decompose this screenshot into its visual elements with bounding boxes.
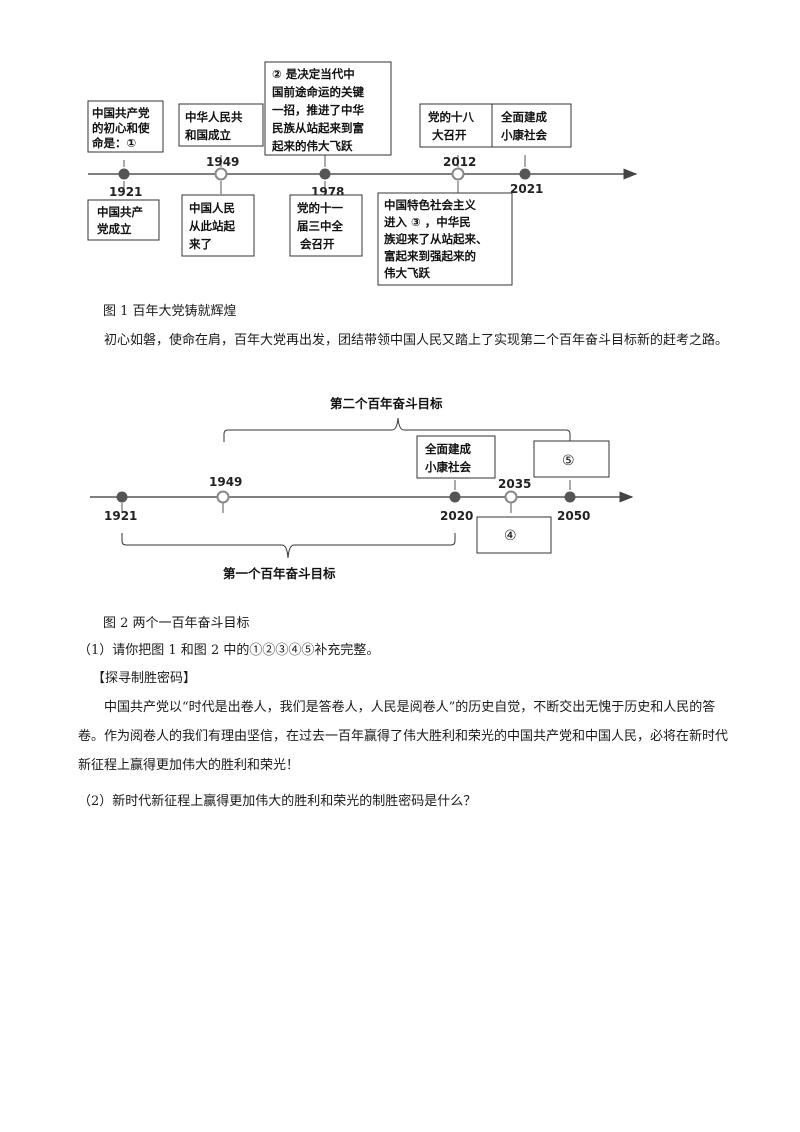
svg-text:中华人民共: 中华人民共 bbox=[185, 110, 243, 124]
svg-text:中国人民: 中国人民 bbox=[189, 201, 235, 215]
body-paragraph: 中国共产党以“时代是出卷人，我们是答卷人，人民是阅卷人”的历史自觉，不断交出无愧… bbox=[78, 700, 729, 773]
second-goal-label: 第二个百年奋斗目标 bbox=[330, 396, 443, 411]
marker-2012 bbox=[451, 167, 465, 181]
question-1: （1）请你把图 1 和图 2 中的①②③④⑤补充完整。 bbox=[78, 643, 380, 658]
svg-text:一招，推进了中华: 一招，推进了中华 bbox=[272, 103, 364, 117]
second-goal-bracket bbox=[223, 417, 571, 442]
svg-text:届三中全: 届三中全 bbox=[297, 219, 343, 233]
box-answer-5: ⑤ bbox=[533, 440, 610, 478]
section-heading: 【探寻制胜密码】 bbox=[92, 671, 197, 686]
svg-text:② 是决定当代中: ② 是决定当代中 bbox=[272, 67, 355, 81]
box-xiaokang-2020: 全面建成 小康社会 bbox=[416, 435, 496, 479]
marker-1978 bbox=[319, 168, 331, 180]
year-label: 1921 bbox=[104, 509, 137, 523]
svg-text:全面建成: 全面建成 bbox=[424, 442, 471, 456]
figure1-timeline: 1921 1949 1978 2012 2021 中国共产党 的初心和使 命是：… bbox=[87, 61, 638, 286]
svg-text:进入 ③ ，中华民: 进入 ③ ，中华民 bbox=[384, 215, 471, 229]
first-goal-bracket bbox=[121, 533, 456, 559]
box-answer-4: ④ bbox=[476, 516, 552, 554]
marker-2020 bbox=[449, 491, 461, 503]
marker-1921 bbox=[118, 168, 130, 180]
year-label: 2020 bbox=[440, 509, 473, 523]
box-new-era: 中国特色社会主义 进入 ③ ，中华民 族迎来了从站起来、 富起来到强起来的 伟大… bbox=[377, 192, 513, 286]
intro-paragraph: 初心如磐，使命在肩，百年大党再出发，团结带领中国人民又踏上了实现第二个百年奋斗目… bbox=[104, 333, 729, 348]
box-18th-congress: 党的十八 大召开 bbox=[419, 103, 499, 148]
svg-text:全面建成: 全面建成 bbox=[500, 110, 547, 124]
svg-text:从此站起: 从此站起 bbox=[189, 219, 235, 233]
marker-1949 bbox=[216, 490, 230, 504]
svg-text:和国成立: 和国成立 bbox=[185, 128, 231, 142]
svg-text:命是：①: 命是：① bbox=[91, 136, 136, 150]
marker-2035 bbox=[504, 490, 518, 504]
marker-2050 bbox=[564, 491, 576, 503]
figure2-timeline: 第二个百年奋斗目标 1921 1949 2020 2035 2050 全面建成 … bbox=[90, 396, 634, 581]
svg-text:来了: 来了 bbox=[188, 237, 212, 251]
svg-text:会召开: 会召开 bbox=[299, 237, 335, 251]
svg-text:族迎来了从站起来、: 族迎来了从站起来、 bbox=[384, 232, 488, 246]
marker-1921 bbox=[116, 491, 128, 503]
svg-text:中国特色社会主义: 中国特色社会主义 bbox=[384, 198, 476, 212]
box-cpc-mission: 中国共产党 的初心和使 命是：① bbox=[87, 100, 164, 153]
svg-text:国前途命运的关键: 国前途命运的关键 bbox=[272, 85, 364, 99]
svg-text:④: ④ bbox=[504, 528, 517, 544]
svg-text:民族从站起来到富: 民族从站起来到富 bbox=[272, 121, 364, 135]
year-label: 2012 bbox=[443, 155, 476, 169]
box-prc-founding: 中华人民共 和国成立 bbox=[178, 103, 264, 147]
svg-text:的初心和使: 的初心和使 bbox=[92, 121, 150, 135]
year-label: 2035 bbox=[498, 477, 531, 491]
marker-1949 bbox=[214, 167, 228, 181]
year-label: 2050 bbox=[557, 509, 590, 523]
year-label: 1921 bbox=[109, 185, 142, 199]
svg-text:富起来到强起来的: 富起来到强起来的 bbox=[384, 249, 476, 263]
year-label: 1949 bbox=[206, 155, 239, 169]
figure2-caption: 图 2 两个一百年奋斗目标 bbox=[103, 616, 250, 631]
svg-text:⑤: ⑤ bbox=[562, 453, 575, 469]
question-2: （2）新时代新征程上赢得更加伟大的胜利和荣光的制胜密码是什么？ bbox=[78, 794, 477, 809]
timeline-figures: 1921 1949 1978 2012 2021 中国共产党 的初心和使 命是：… bbox=[87, 61, 638, 581]
svg-text:中国共产党: 中国共产党 bbox=[92, 106, 150, 120]
box-reform: ② 是决定当代中 国前途命运的关键 一招，推进了中华 民族从站起来到富 起来的伟… bbox=[264, 61, 392, 156]
box-cpc-founded: 中国共产 党成立 bbox=[87, 199, 160, 241]
year-label: 1949 bbox=[209, 475, 242, 489]
marker-2021 bbox=[519, 168, 531, 180]
first-goal-label: 第一个百年奋斗目标 bbox=[223, 566, 336, 581]
svg-text:党的十八: 党的十八 bbox=[428, 110, 474, 124]
box-xiaokang-2021: 全面建成 小康社会 bbox=[491, 103, 572, 148]
svg-text:小康社会: 小康社会 bbox=[424, 460, 471, 474]
svg-text:伟大飞跃: 伟大飞跃 bbox=[384, 266, 430, 280]
svg-text:大召开: 大召开 bbox=[432, 128, 467, 142]
svg-text:党的十一: 党的十一 bbox=[297, 201, 343, 215]
year-label: 2021 bbox=[510, 182, 543, 196]
figure1-caption: 图 1 百年大党铸就辉煌 bbox=[103, 304, 237, 319]
svg-text:党成立: 党成立 bbox=[97, 222, 132, 236]
svg-text:中国共产: 中国共产 bbox=[97, 205, 143, 219]
box-third-plenum: 党的十一 届三中全 会召开 bbox=[289, 194, 363, 257]
svg-text:小康社会: 小康社会 bbox=[500, 128, 547, 142]
box-stood-up: 中国人民 从此站起 来了 bbox=[181, 194, 255, 257]
svg-text:起来的伟大飞跃: 起来的伟大飞跃 bbox=[271, 139, 353, 153]
